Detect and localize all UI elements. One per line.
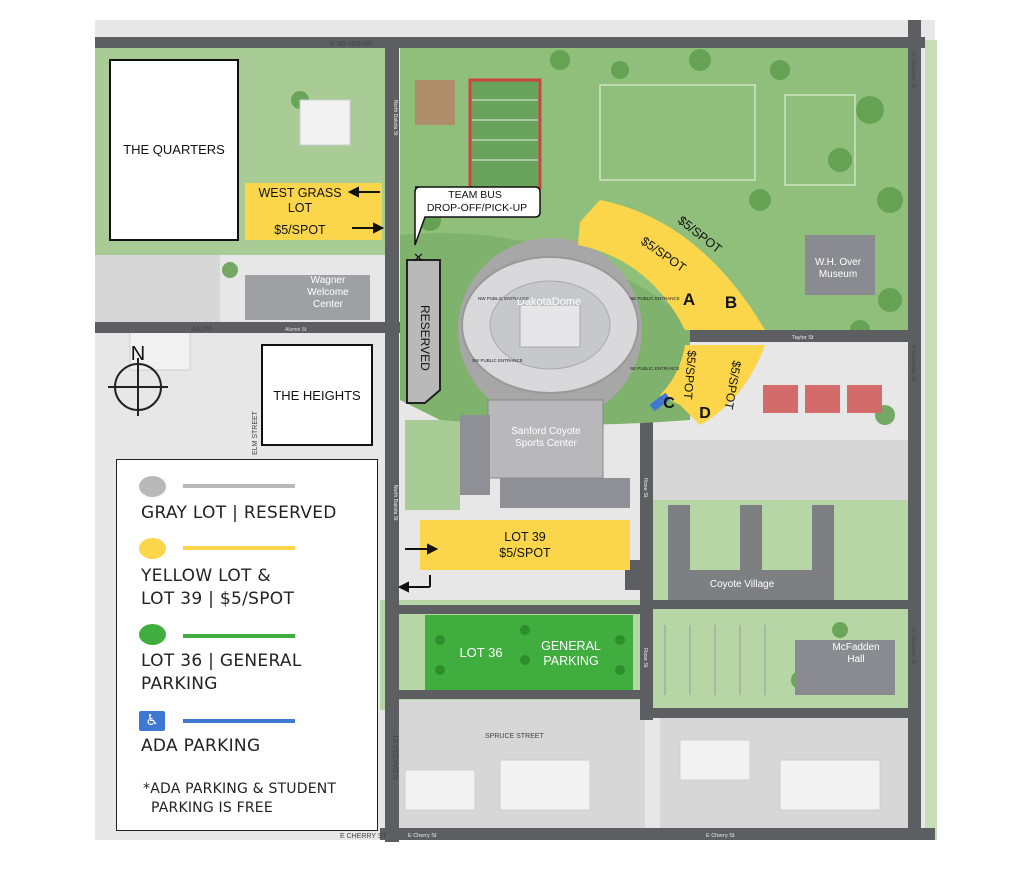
sanford-label-2: Sports Center [515, 438, 577, 449]
lot39-price: $5/SPOT [499, 546, 551, 560]
reserved-label: RESERVED [418, 305, 432, 371]
nw-entrance-label: NW PUBLIC ENTRANCE [478, 296, 529, 301]
the-heights [261, 344, 373, 446]
the-quarters [109, 59, 239, 241]
wh-over-label-1: W.H. Over [815, 257, 862, 268]
rose-st-upper-label: Rose St [642, 478, 648, 498]
dakota-dome-label: DakotaDome [517, 296, 581, 308]
lot-section-b [580, 200, 765, 330]
legend-note: *ADA PARKING & STUDENT PARKING IS FREE [143, 780, 336, 818]
yellow-lot-line [183, 546, 295, 550]
n-university-upper-label: N University St [910, 52, 916, 89]
gray-lot-line [183, 484, 295, 488]
ada-parking-stripe [649, 392, 671, 412]
section-a-label: A [683, 290, 695, 309]
n-dakota-st-label: N DAKOTA ST [393, 734, 400, 780]
e-cherry-mid-label: E Cherry St [408, 833, 437, 839]
legend-note-line-1: *ADA PARKING & STUDENT [143, 781, 337, 797]
team-bus-label-1: TEAM BUS [448, 189, 502, 201]
west-grass-label-1: WEST GRASS [258, 186, 341, 200]
lot39-name: LOT 39 [504, 530, 546, 544]
sw-entrance-label: SW PUBLIC ENTRANCE [472, 358, 523, 363]
reserved-lot [406, 259, 442, 404]
bus-stop-marker: ✕ [413, 251, 424, 266]
green-lot-line [183, 634, 295, 638]
compass-icon [108, 358, 168, 416]
n-university-lower-label: N University St [910, 628, 916, 665]
se-entrance-label: SE PUBLIC ENTRANCE [630, 366, 680, 371]
green-lot-swatch [139, 624, 166, 645]
legend-yellow-label-2: LOT 39 | $5/SPOT [141, 589, 295, 609]
coyote-village-label: Coyote Village [710, 579, 775, 590]
section-c-label: C [663, 395, 675, 412]
wagner-welcome-center [245, 275, 370, 320]
elm-street-label: ELM STREET [252, 410, 259, 455]
wheelchair-icon: ♿ [139, 711, 165, 731]
legend-ada-label: ADA PARKING [141, 736, 261, 756]
gray-lot-swatch [139, 476, 166, 497]
yellow-lot-swatch [139, 538, 166, 559]
ne-entrance-label: NE PUBLIC ENTRANCE [630, 296, 680, 301]
lot-section-c [660, 345, 712, 405]
wagner-label-2: Welcome [307, 287, 349, 298]
west-grass-price: $5/SPOT [274, 223, 326, 237]
general-parking-label-2: PARKING [543, 654, 598, 668]
ada-line [183, 719, 295, 723]
legend-green-label-1: LOT 36 | GENERAL [141, 651, 302, 671]
sanford-sports-center [487, 399, 604, 479]
n-university-mid-label: N University St [910, 345, 916, 382]
mcfadden-label-1: McFadden [832, 642, 879, 653]
compass-north-label: N [131, 343, 145, 365]
wagner-label-1: Wagner [311, 275, 346, 286]
lot-section-a [578, 222, 720, 330]
team-bus-callout [414, 186, 541, 246]
lot-section-d [680, 345, 765, 425]
team-bus-label-2: DROP-OFF/PICK-UP [427, 202, 527, 214]
wh-over-museum [805, 235, 875, 295]
sd-highway-label: E SD HIGHW [330, 41, 373, 48]
alumni-left-label: ALUM [192, 326, 212, 333]
lot-39 [420, 520, 630, 570]
rose-st-lower-label: Rose St [642, 648, 648, 668]
the-quarters-label: THE QUARTERS [123, 142, 225, 157]
north-dakota-lower-label: North Dakota St [392, 485, 398, 521]
lot-36 [425, 615, 633, 690]
e-cherry-left-label: E CHERRY ST [340, 833, 388, 840]
legend-note-line-2: PARKING IS FREE [151, 800, 273, 816]
e-cherry-right-label: E Cherry St [706, 833, 735, 839]
wh-over-label-2: Museum [819, 269, 857, 280]
spruce-street-label: SPRUCE STREET [485, 733, 544, 740]
lower-inner-price: $5/SPOT [681, 350, 699, 401]
general-parking-label-1: GENERAL [541, 639, 601, 653]
legend-gray-label: GRAY LOT | RESERVED [141, 503, 337, 523]
taylor-st-label: Taylor St [792, 335, 814, 341]
legend-green-label-2: PARKING [141, 674, 218, 694]
north-dakota-upper-label: North Dakota St [392, 100, 398, 136]
alumni-st-label: Alumni St [285, 327, 307, 333]
mcfadden-label-2: Hall [847, 654, 864, 665]
legend-yellow-label-1: YELLOW LOT & [141, 566, 271, 586]
sanford-label-1: Sanford Coyote [511, 426, 581, 437]
the-heights-label: THE HEIGHTS [273, 388, 361, 403]
map-legend: GRAY LOT | RESERVED YELLOW LOT & LOT 39 … [116, 459, 378, 831]
lot36-name: LOT 36 [459, 645, 502, 660]
wagner-label-3: Center [313, 299, 344, 310]
mcfadden-hall [795, 640, 895, 695]
section-d-label: D [699, 405, 711, 422]
west-grass-label-2: LOT [288, 201, 313, 215]
section-b-label: B [725, 293, 737, 312]
